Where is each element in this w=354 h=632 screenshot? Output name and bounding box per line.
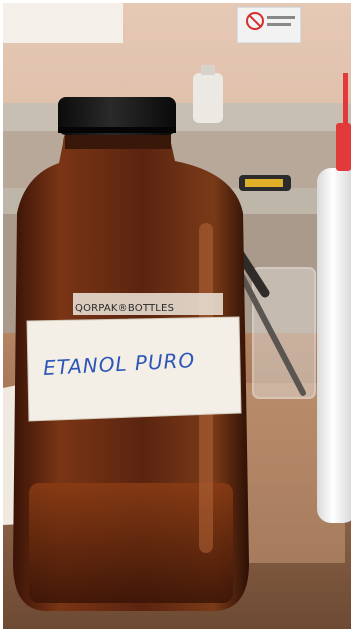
window-glare	[3, 3, 123, 43]
shelf-bottle-white	[193, 73, 223, 123]
photo-scene	[3, 3, 351, 629]
wash-bottle-cap	[336, 123, 351, 171]
bottle-cap	[58, 97, 176, 135]
amber-bottle	[13, 97, 249, 611]
glass-beaker	[252, 267, 316, 399]
bottle-label	[26, 316, 242, 422]
brand-label: QORPAK®BOTTLES	[75, 303, 175, 314]
shelf-bottle-cap	[201, 65, 215, 75]
shelf-upper	[3, 103, 351, 131]
label-tape-top	[73, 293, 223, 315]
no-symbol-icon	[246, 12, 264, 30]
photo-frame: QORPAK®BOTTLES ETANOL PURO	[3, 3, 351, 629]
wash-bottle	[317, 168, 351, 523]
liquid	[29, 483, 233, 603]
